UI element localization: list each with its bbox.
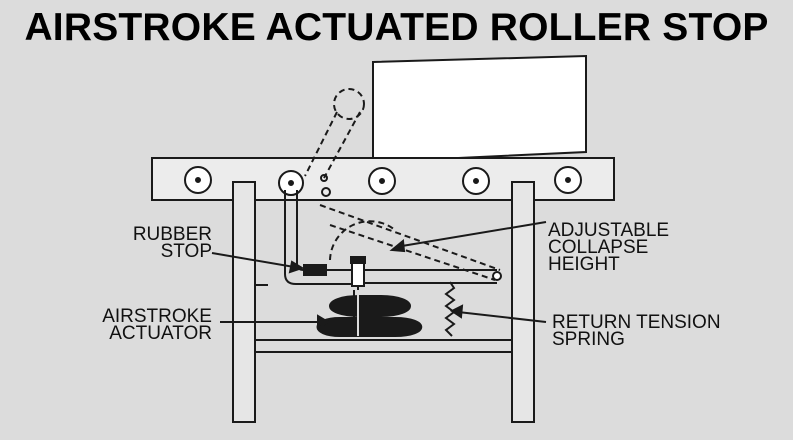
height-adjust-bolt — [350, 256, 366, 296]
diagram-title: AIRSTROKE ACTUATED ROLLER STOP — [24, 6, 769, 49]
label-return-tension-spring: RETURN TENSION SPRING — [552, 312, 721, 350]
airstroke-bellows — [316, 290, 423, 337]
rollers — [184, 166, 582, 196]
frame-legs — [232, 181, 535, 423]
label-rubber-stop: RUBBER STOP — [132, 224, 212, 262]
rubber-stop-block — [303, 264, 327, 276]
pivot-links — [320, 174, 331, 197]
package-box — [372, 54, 587, 164]
label-airstroke-actuator: AIRSTROKE ACTUATOR — [102, 306, 212, 344]
collapse-travel-dashed — [319, 204, 501, 281]
stop-arm-raised-dashed — [304, 88, 365, 179]
leader-lines — [211, 221, 547, 330]
label-adjustable-collapse-height: ADJUSTABLE COLLAPSE HEIGHT — [548, 220, 670, 275]
return-spring — [444, 281, 456, 337]
lever-arm — [360, 269, 502, 284]
